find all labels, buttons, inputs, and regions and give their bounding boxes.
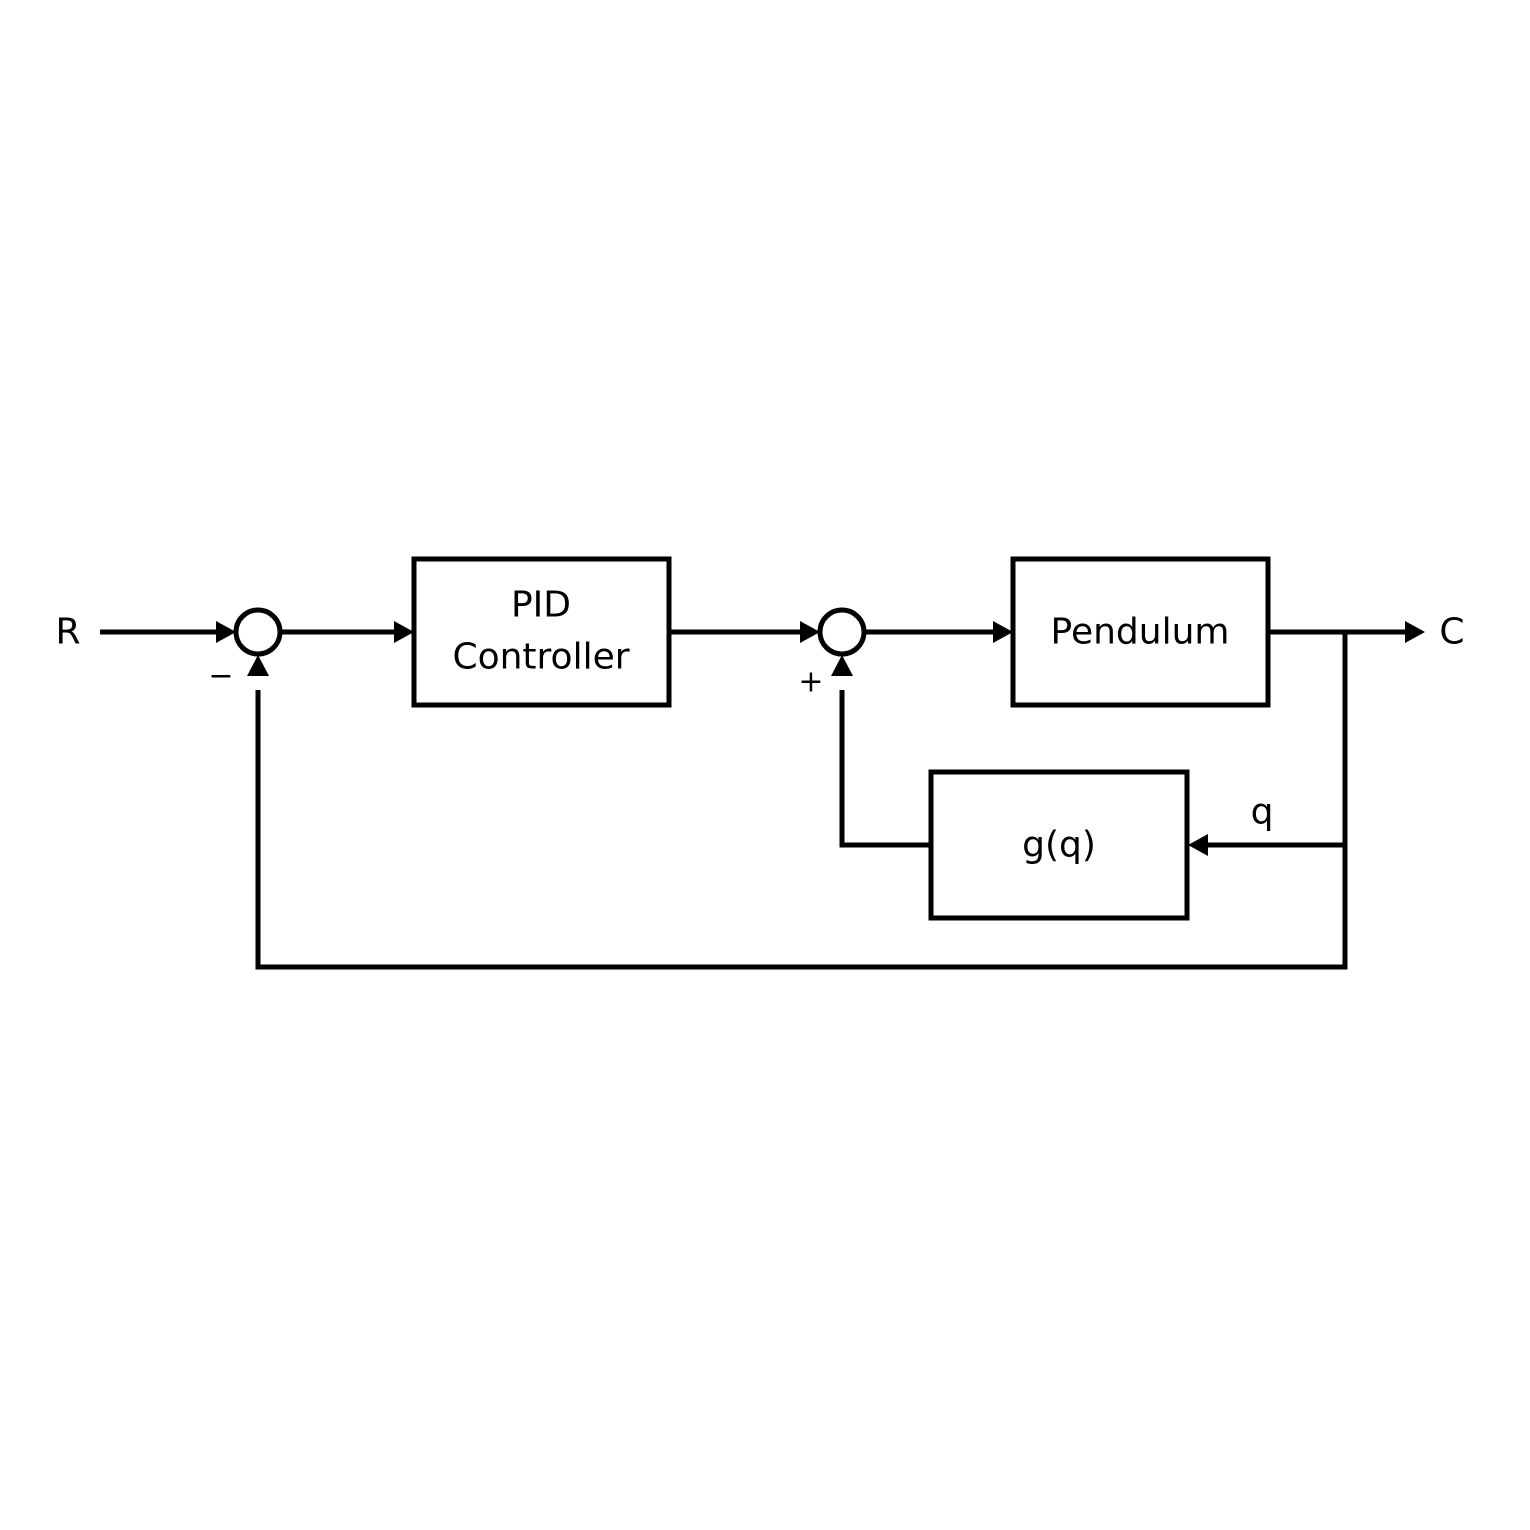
arrowhead-into-pid (394, 621, 414, 643)
arrowhead-into-pendulum (993, 621, 1013, 643)
arrowhead-into-gq (1188, 834, 1208, 856)
summing-junction-inner (817, 607, 867, 657)
minus-sign: − (208, 659, 233, 694)
wire-gq-to-sum2 (839, 690, 931, 848)
pendulum-label: Pendulum (1051, 612, 1230, 653)
arrowhead-output (1405, 621, 1425, 643)
pid-label-line1: PID (511, 585, 571, 626)
feedback-signal-label: q (1251, 792, 1274, 833)
summing-junction-outer (233, 607, 283, 657)
arrowhead-into-sum1 (216, 621, 236, 643)
gq-label: g(q) (1022, 825, 1096, 866)
arrowhead-feedback-into-sum1 (247, 655, 269, 676)
output-label: C (1439, 612, 1464, 653)
pid-label-line2: Controller (452, 637, 629, 678)
arrowhead-gq-into-sum2 (831, 655, 853, 676)
wire-feedback-outer (255, 632, 1348, 970)
gq-block (928, 769, 1190, 921)
arrowhead-into-sum2 (800, 621, 820, 643)
input-label: R (55, 612, 80, 653)
pendulum-block (1010, 556, 1271, 708)
plus-sign: + (798, 665, 823, 700)
pid-controller-block (411, 556, 672, 708)
